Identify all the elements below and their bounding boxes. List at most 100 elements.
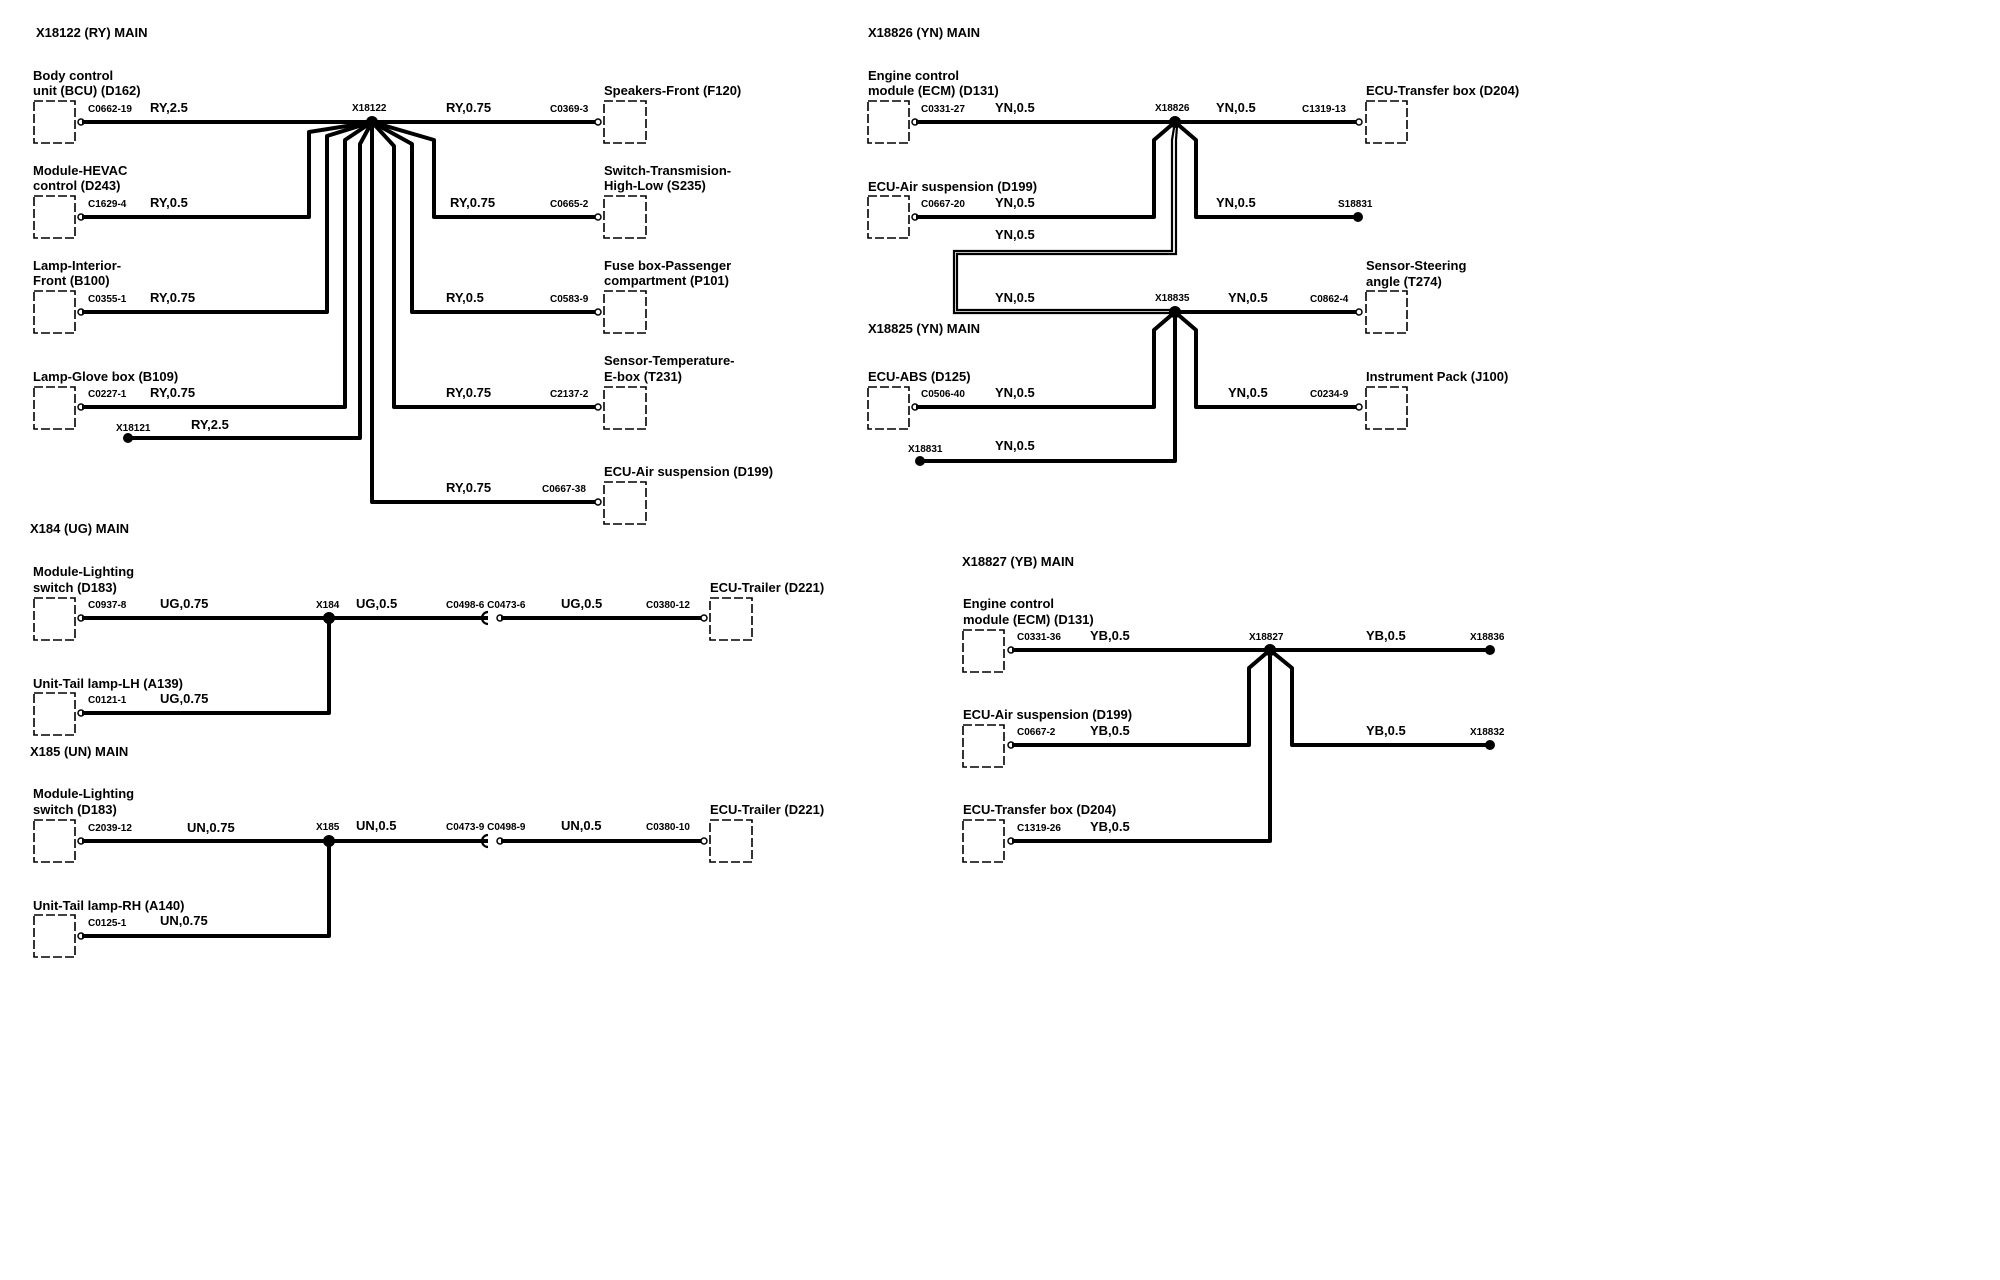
component-ecu-abs[interactable]: ECU-ABS (D125) C0506-40 YN,0.5 [867,369,1035,430]
wire-segment [126,119,375,440]
connector-label: C1629-4 [88,199,127,210]
wire-segment [1012,647,1273,747]
splice-x18836[interactable]: X18836 YB,0.5 [1366,628,1505,655]
wire-segment [369,119,597,219]
wire-label: YN,0.5 [995,385,1035,400]
component-label: Instrument Pack (J100) [1366,369,1508,384]
pin-icon [1355,403,1363,411]
component-box [603,100,647,144]
pin-icon [594,118,602,126]
component-hevac[interactable]: Module-HEVAC control (D243) C1629-4 RY,0… [33,163,188,239]
component-box [1365,386,1408,430]
splice-dot [915,456,925,466]
wire-segment [1267,647,1492,747]
connector-label: C0369-3 [550,104,589,115]
wire-segment [952,121,1177,315]
component-lamp-interior[interactable]: Lamp-Interior- Front (B100) C0355-1 RY,0… [33,258,195,334]
wire-segment [1172,309,1358,409]
component-tail-lamp-lh[interactable]: Unit-Tail lamp-LH (A139) C0121-1 UG,0.75 [33,676,208,736]
connector-label: C0227-1 [88,389,127,400]
pin-icon [594,498,602,506]
component-label: switch (D183) [33,802,117,817]
splice-x18826[interactable]: X18826 [1155,103,1190,128]
component-ecu-trailer[interactable]: ECU-Trailer (D221) C0380-12 [646,580,824,641]
component-bcu[interactable]: Body control unit (BCU) (D162) C0662-19 … [33,68,188,144]
wire-segment [82,119,375,409]
component-instrument-pack[interactable]: Instrument Pack (J100) C0234-9 YN,0.5 [1228,369,1508,430]
splice-label: X18122 [352,103,387,114]
component-label: Engine control [868,68,959,83]
component-ecu-air-suspension[interactable]: ECU-Air suspension (D199) C0667-20 YN,0.… [867,179,1037,239]
component-label: ECU-Trailer (D221) [710,802,824,817]
component-ecu-transfer-box[interactable]: ECU-Transfer box (D204) C1319-26 YB,0.5 [962,802,1130,863]
wire-label: UG,0.5 [561,596,602,611]
wire-label: UG,0.75 [160,596,208,611]
component-box [33,290,76,334]
wire-label: UN,0.75 [187,820,235,835]
splice-x185[interactable]: X185 UN,0.5 [316,818,396,847]
component-label: unit (BCU) (D162) [33,83,141,98]
component-sensor-temperature[interactable]: Sensor-Temperature- E-box (T231) C2137-2… [446,353,735,430]
splice-dot [1485,740,1495,750]
component-label: Sensor-Temperature- [604,353,735,368]
connector-label: C0331-36 [1017,632,1061,643]
component-lighting-switch[interactable]: Module-Lighting switch (D183) C0937-8 UG… [33,564,208,641]
component-label: E-box (T231) [604,369,682,384]
component-ecu-trailer[interactable]: ECU-Trailer (D221) C0380-10 [646,802,824,863]
wire-label: RY,0.75 [446,480,491,495]
component-label: Switch-Transmision- [604,163,731,178]
connector-label: C0380-10 [646,822,690,833]
component-ecu-air-suspension[interactable]: ECU-Air suspension (D199) C0667-2 YB,0.5 [962,707,1132,768]
splice-label: X184 [316,600,340,611]
component-label: ECU-Air suspension (D199) [868,179,1037,194]
component-fuse-box[interactable]: Fuse box-Passenger compartment (P101) C0… [446,258,731,334]
component-ecu-transfer-box[interactable]: ECU-Transfer box (D204) C1319-13 YN,0.5 [1216,83,1519,144]
wire-segment [82,119,375,314]
splice-x18832[interactable]: X18832 YB,0.5 [1366,723,1505,750]
splice-x18831[interactable]: X18831 YN,0.5 [908,438,1035,466]
wire-label: RY,0.75 [150,385,195,400]
connector-label: C0862-4 [1310,294,1349,305]
splice-label: X18832 [1470,727,1505,738]
component-label: module (ECM) (D131) [963,612,1094,627]
component-label: ECU-Transfer box (D204) [963,802,1116,817]
inline-connector[interactable]: C0498-6 C0473-6 [446,600,526,626]
diagram-yn: X18826 (YN) MAIN X18825 (YN) MAIN Engine… [867,25,1519,466]
connector-label: C0498-6 C0473-6 [446,600,526,611]
wire-label: UG,0.75 [160,691,208,706]
component-lighting-switch[interactable]: Module-Lighting switch (D183) C2039-12 U… [33,786,235,863]
component-box [33,597,76,641]
pin-icon [700,837,708,845]
connector-label: C0665-2 [550,199,589,210]
wire-label: UN,0.75 [160,913,208,928]
diagram-ug: X184 (UG) MAIN Module-Lighting switch (D… [30,521,824,736]
inline-connector[interactable]: C0473-9 C0498-9 [446,822,526,849]
component-label: Unit-Tail lamp-LH (A139) [33,676,183,691]
component-ecu-air-suspension[interactable]: ECU-Air suspension (D199) C0667-38 RY,0.… [446,464,773,525]
connector-label: C0380-12 [646,600,690,611]
component-sensor-steering[interactable]: Sensor-Steering angle (T274) C0862-4 YN,… [1228,258,1466,334]
splice-s18831[interactable]: S18831 YN,0.5 [1216,195,1373,222]
diagram-title: X18826 (YN) MAIN [868,25,980,40]
component-switch-transmission[interactable]: Switch-Transmision- High-Low (S235) C066… [450,163,731,239]
component-label: High-Low (S235) [604,178,706,193]
component-speakers-front[interactable]: Speakers-Front (F120) C0369-3 RY,0.75 [446,83,741,144]
splice-x184[interactable]: X184 UG,0.5 [316,596,397,624]
component-ecm[interactable]: Engine control module (ECM) (D131) C0331… [962,596,1130,673]
inline-connector-icon [480,833,489,849]
component-label: ECU-Air suspension (D199) [963,707,1132,722]
splice-label: X18827 [1249,632,1284,643]
component-ecm[interactable]: Engine control module (ECM) (D131) C0331… [867,68,1035,144]
component-box [603,195,647,239]
splice-x18827[interactable]: X18827 [1249,632,1284,656]
component-tail-lamp-rh[interactable]: Unit-Tail lamp-RH (A140) C0125-1 UN,0.75 [33,898,208,958]
wire-label: YB,0.5 [1090,819,1130,834]
component-box [962,724,1005,768]
component-label: compartment (P101) [604,273,729,288]
wire-label: YB,0.5 [1090,628,1130,643]
wire-segment [916,309,1178,409]
wire-segment [916,119,1178,219]
wire-label: RY,0.5 [150,195,188,210]
component-lamp-glove-box[interactable]: Lamp-Glove box (B109) C0227-1 RY,0.75 [33,369,195,430]
wire-label: RY,2.5 [150,100,188,115]
